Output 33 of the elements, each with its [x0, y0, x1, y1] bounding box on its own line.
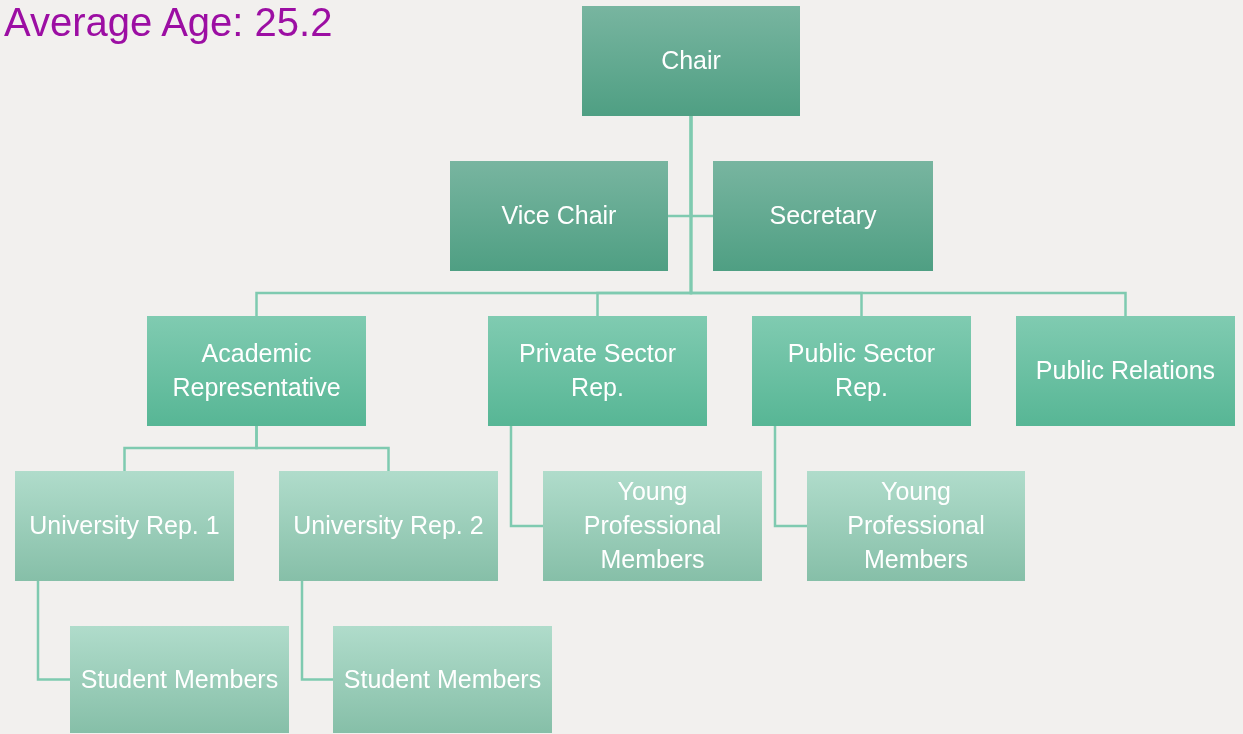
org-chart-box — [450, 161, 668, 271]
role-label: Young Professional Members — [846, 476, 986, 575]
role-label: University Rep. 2 — [293, 510, 484, 542]
org-chart-box — [713, 161, 933, 271]
org-chart-box — [807, 471, 1025, 581]
org-chart-box — [279, 471, 498, 581]
org-chart-box — [15, 471, 234, 581]
role-label: Public Relations — [1035, 355, 1216, 387]
diagram-title: Average Age: 25.2 — [4, 0, 333, 44]
org-chart-box — [543, 471, 762, 581]
role-label: Academic Representative — [171, 338, 342, 403]
role-label: University Rep. 1 — [29, 510, 220, 542]
role-label: Student Members — [80, 663, 279, 695]
org-chart-box — [582, 6, 800, 116]
connector-line — [773, 426, 807, 528]
org-chart-box — [488, 316, 707, 426]
org-chart-box — [1016, 316, 1235, 426]
org-chart-box — [333, 626, 552, 733]
connector-line — [255, 426, 390, 471]
role-label: Vice Chair — [501, 200, 617, 232]
org-chart-box — [147, 316, 366, 426]
connector-line — [300, 581, 333, 681]
connector-line — [36, 581, 70, 681]
role-label: Secretary — [769, 200, 877, 232]
role-label: Chair — [661, 45, 721, 77]
role-label: Student Members — [343, 663, 542, 695]
org-chart-box — [752, 316, 971, 426]
role-label: Private Sector Rep. — [518, 338, 677, 403]
connector-line — [509, 426, 543, 528]
connector-line — [689, 116, 1127, 316]
role-label: Young Professional Members — [582, 476, 723, 575]
org-chart-box — [70, 626, 289, 733]
role-label: Public Sector Rep. — [786, 338, 937, 403]
